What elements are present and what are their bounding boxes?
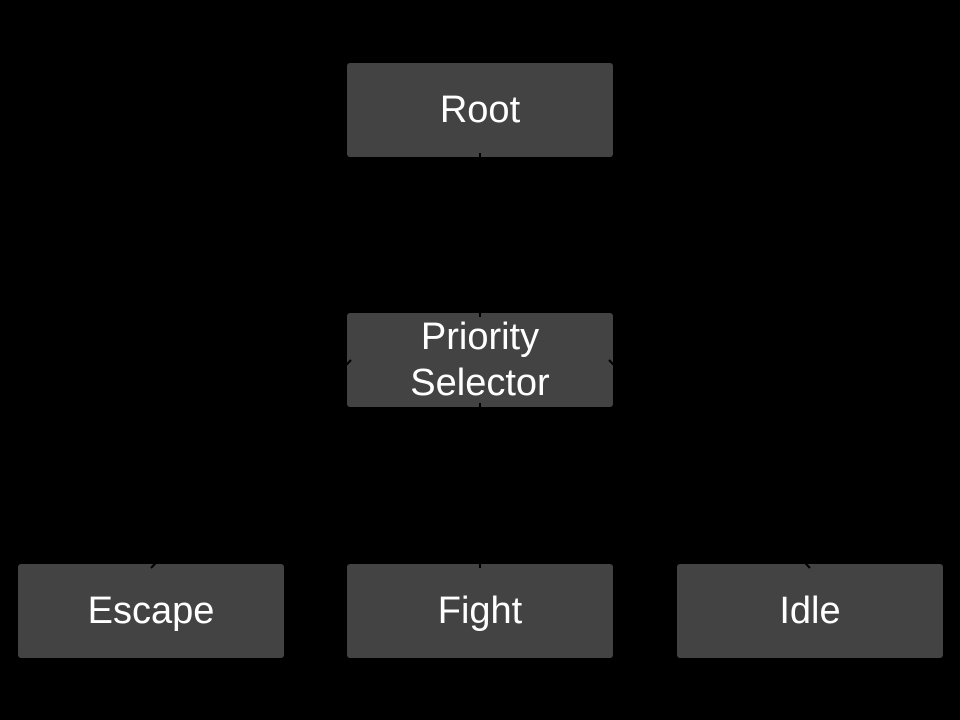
node-priority-selector: Priority Selector bbox=[347, 313, 613, 407]
node-idle-label: Idle bbox=[779, 589, 841, 632]
node-fight-label: Fight bbox=[437, 589, 523, 632]
node-priority-selector-label: Priority Selector bbox=[410, 315, 550, 404]
node-escape: Escape bbox=[18, 564, 284, 658]
node-root-label: Root bbox=[439, 88, 521, 131]
node-root: Root bbox=[347, 63, 613, 157]
edge-priority-selector-to-escape bbox=[150, 359, 352, 569]
node-fight: Fight bbox=[347, 564, 613, 658]
edge-priority-selector-to-idle bbox=[608, 359, 811, 569]
node-idle: Idle bbox=[677, 564, 943, 658]
node-escape-label: Escape bbox=[87, 589, 215, 632]
